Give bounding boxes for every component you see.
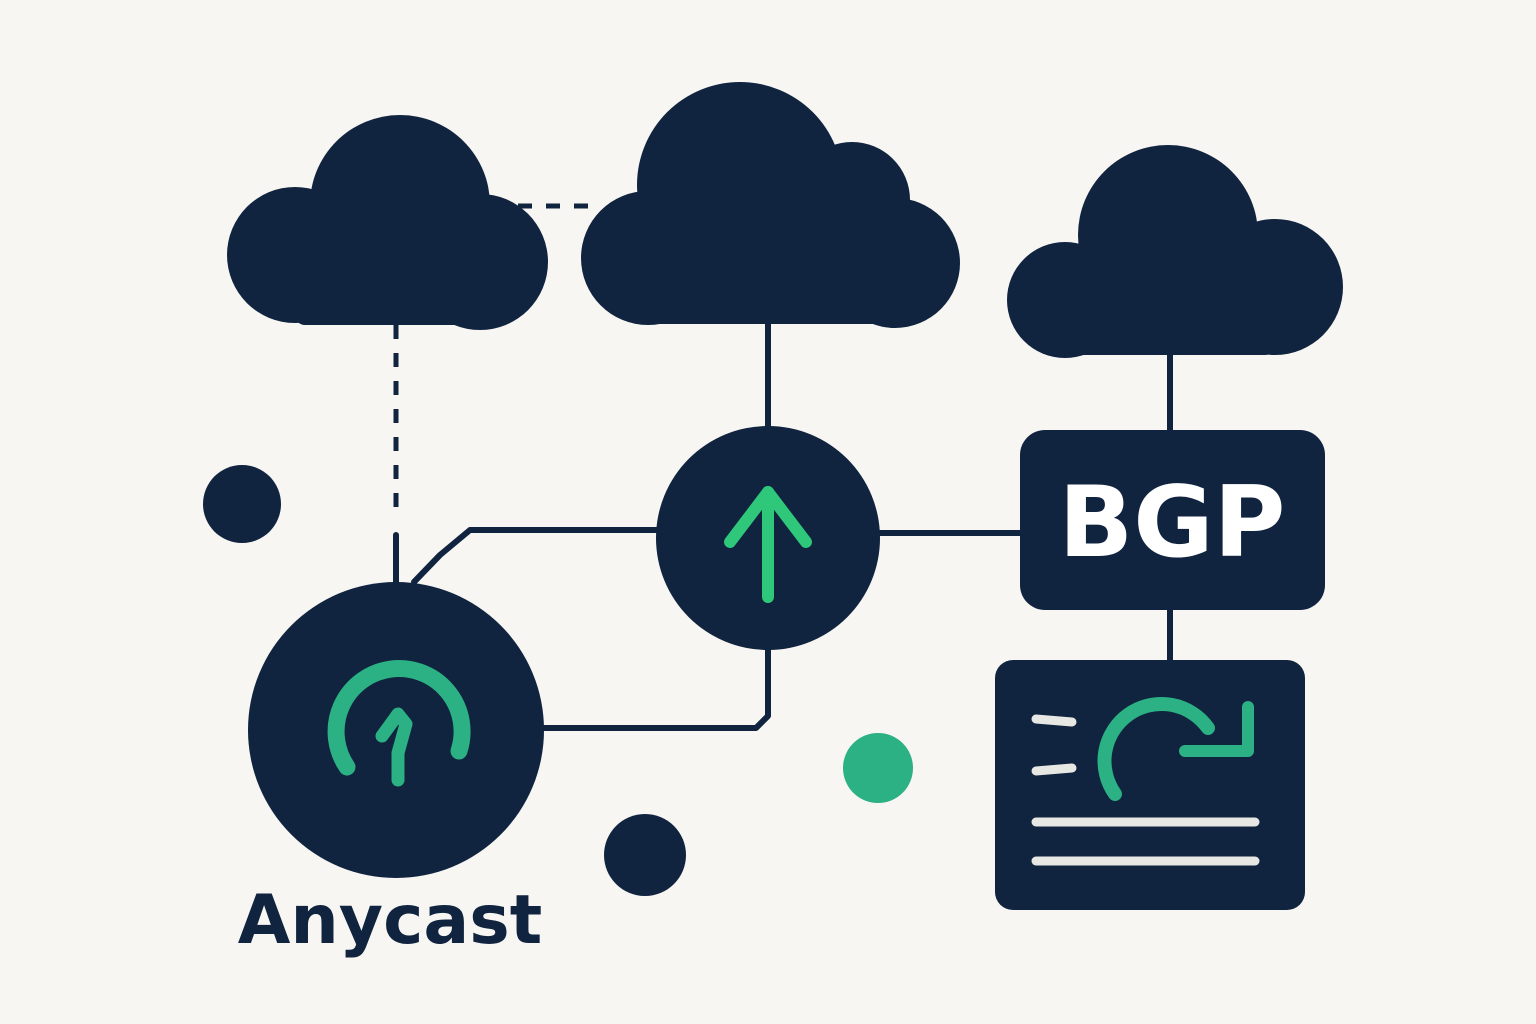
bgp-label: BGP [1059,466,1286,580]
bgp-router[interactable]: BGP [1020,430,1325,610]
decorative-dot-green [843,733,913,803]
status-panel[interactable] [995,660,1305,910]
anycast-label: Anycast [238,881,543,960]
upload-node[interactable] [656,426,880,650]
cloud-icon [581,82,960,328]
up-arrow-icon [724,486,812,603]
panel-text-lines [1031,714,1260,866]
cloud-icon [1007,145,1343,358]
connector-anycast-upload-lower [537,645,771,731]
cloud-icon [227,115,548,330]
decorative-dot [604,814,686,896]
decorative-dot [203,465,281,543]
refresh-status-icon [1097,696,1254,801]
circular-arrow-icon [327,660,471,787]
anycast-node[interactable] [248,582,544,878]
connector-anycast-upload [411,527,663,585]
